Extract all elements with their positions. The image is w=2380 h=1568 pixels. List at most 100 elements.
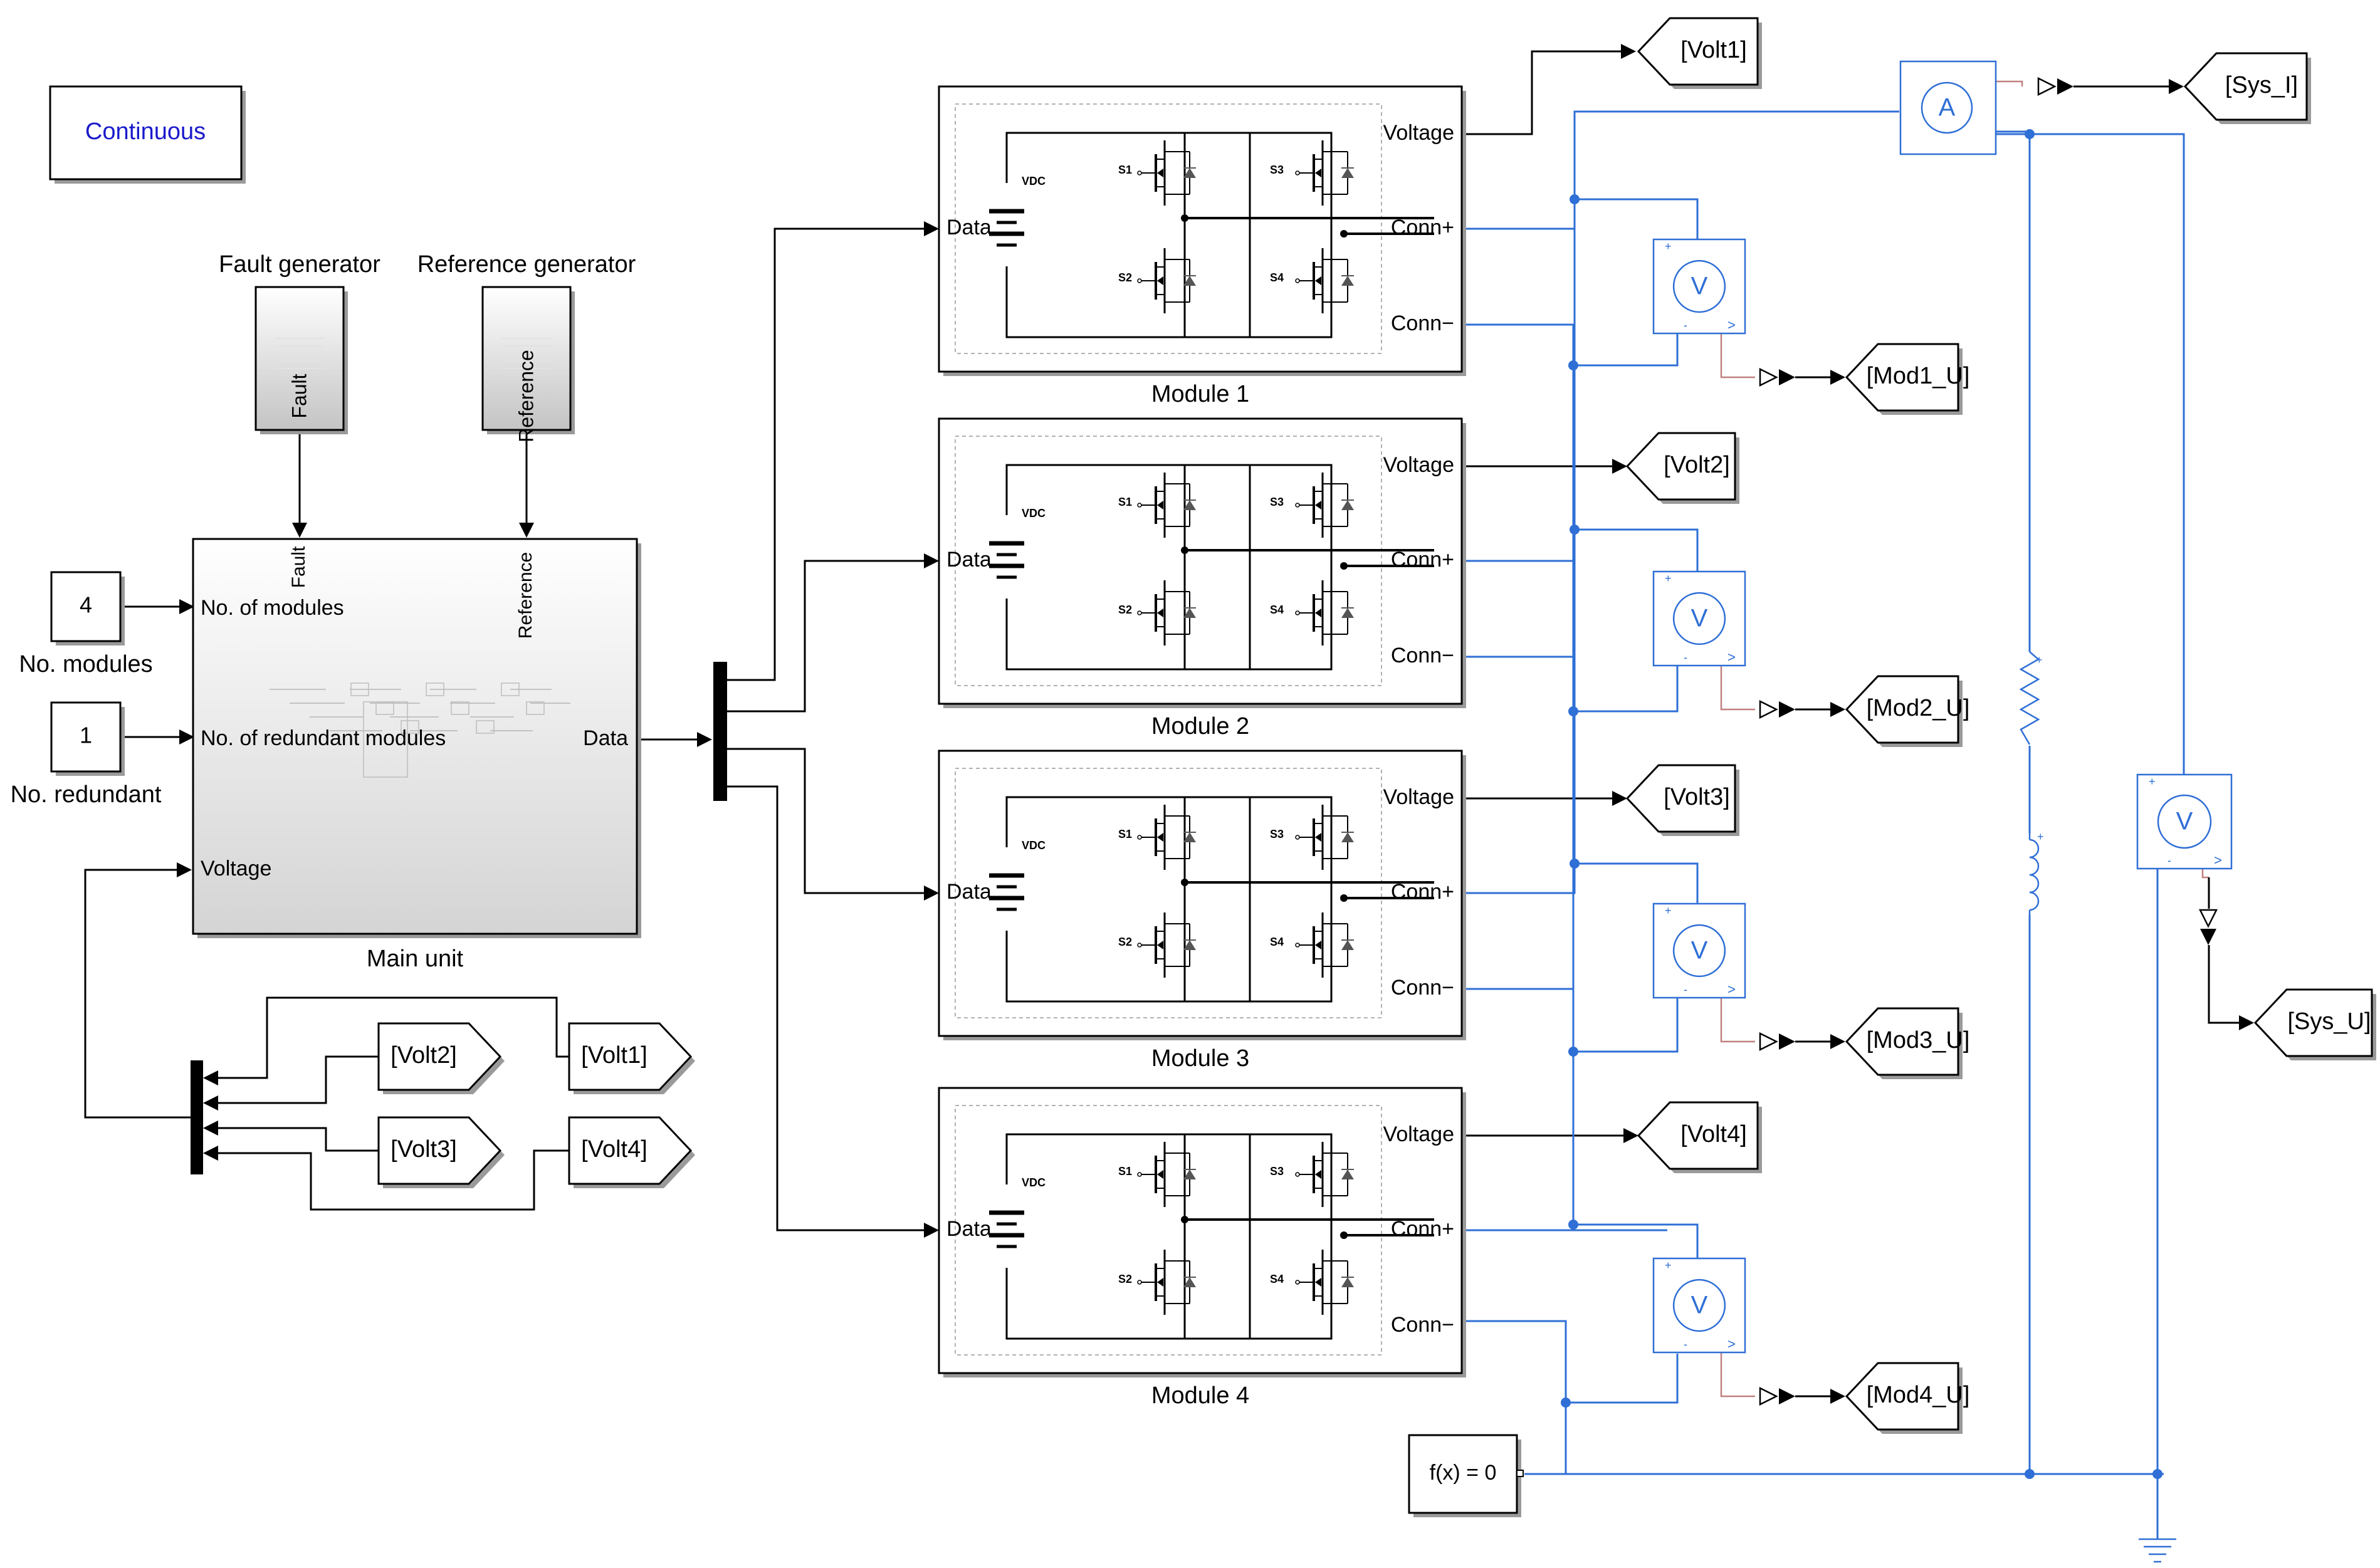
reference-generator[interactable]: Reference: [481, 286, 575, 442]
ps-simulink-converter[interactable]: [2198, 909, 2218, 945]
voltage-sensor[interactable]: V+->: [2136, 773, 2233, 870]
goto-volt1[interactable]: [Volt1]: [1637, 17, 1762, 89]
goto-label: [Sys_U]: [2287, 1008, 2371, 1035]
module-data-port: Data: [946, 880, 992, 904]
measurement-line: [2201, 869, 2209, 879]
goto-label: [Mod2_U]: [1867, 695, 1970, 721]
goto-sys-u[interactable]: [Sys_U]: [2253, 988, 2376, 1060]
switch-label: S1: [1118, 164, 1132, 176]
solver-block[interactable]: Continuous: [49, 85, 246, 184]
constant-num-modules-arrow-icon: [179, 599, 194, 614]
subsystem-thumbnail: [501, 682, 520, 696]
goto-body: [1625, 764, 1736, 833]
module-conn-minus-port: Conn−: [1391, 644, 1454, 667]
ps-simulink-converter[interactable]: [2037, 76, 2073, 97]
module-voltage-port: Voltage: [1383, 1122, 1454, 1146]
junction-dot: [1561, 1398, 1571, 1408]
load-inductor[interactable]: +: [2020, 830, 2044, 916]
module-conn-minus-port: Conn−: [1391, 311, 1454, 335]
physical-line: [1573, 1223, 1699, 1258]
constant-num-redundant-arrow-icon: [179, 729, 194, 745]
ps-simulink-converter[interactable]: [1759, 699, 1795, 719]
goto-mod3-u[interactable]: [Mod3_U]: [1845, 1007, 1969, 1079]
junction-dot: [1340, 1231, 1348, 1239]
arrowhead-icon: [203, 1095, 218, 1111]
fault-generator[interactable]: Fault: [254, 286, 348, 434]
from-volt4[interactable]: [Volt4]: [568, 1116, 695, 1188]
goto-label: [Sys_I]: [2225, 72, 2298, 98]
goto-sys-i[interactable]: [Sys_I]: [2183, 52, 2311, 124]
converter-icon: [1779, 369, 1795, 385]
plus-terminal: +: [2036, 654, 2043, 666]
solver-configuration-block[interactable]: f(x) = 0: [1408, 1434, 1524, 1517]
voltage-sensor[interactable]: V+->: [1652, 570, 1746, 667]
output-port: >: [1727, 317, 1736, 333]
current-sensor[interactable]: A: [1899, 60, 1997, 155]
junction-dot: [1570, 525, 1580, 535]
vdc-label: VDC: [1022, 175, 1046, 187]
voltage-sensor[interactable]: V+->: [1652, 238, 1746, 335]
goto-volt4[interactable]: [Volt4]: [1637, 1101, 1762, 1173]
junction-dot: [1570, 859, 1580, 869]
voltage-sensor[interactable]: V+->: [1652, 902, 1746, 999]
main-unit-name: Main unit: [367, 946, 464, 972]
ps-simulink-converter[interactable]: [1759, 367, 1795, 387]
mux-block[interactable]: [191, 1060, 203, 1174]
goto-volt3[interactable]: [Volt3]: [1625, 764, 1739, 836]
goto-mod4-u[interactable]: [Mod4_U]: [1845, 1362, 1969, 1434]
module-conn-plus-port: Conn+: [1391, 880, 1454, 904]
from-volt2[interactable]: [Volt2]: [377, 1022, 505, 1094]
ps-simulink-converter[interactable]: [1759, 1386, 1795, 1406]
from-body: [568, 1022, 693, 1091]
switch-label: S3: [1270, 496, 1284, 508]
mux-input-line: [207, 1149, 569, 1211]
demux-block[interactable]: [713, 662, 727, 801]
load-resistor[interactable]: +: [2019, 651, 2043, 746]
block-body: [192, 538, 638, 935]
inductor-icon: [2029, 856, 2040, 876]
goto-body: [1625, 432, 1736, 501]
measurement-line: [1720, 1346, 1755, 1398]
goto-mod2-u[interactable]: [Mod2_U]: [1845, 675, 1970, 747]
from-body: [568, 1116, 693, 1185]
module-1-name: Module 1: [1151, 381, 1249, 407]
converter-icon: [1779, 701, 1795, 718]
reference-generator-title: Reference generator: [417, 251, 636, 278]
ammeter-icon: [1921, 81, 1973, 134]
goto-volt2[interactable]: [Volt2]: [1625, 432, 1739, 504]
junction-dot: [1568, 360, 1578, 370]
module-data-arrow-icon: [924, 1223, 939, 1238]
constant-num-redundant[interactable]: 1: [50, 701, 125, 776]
block-body: [938, 417, 1463, 705]
switch-label: S3: [1270, 828, 1284, 840]
ps-simulink-converter[interactable]: [1759, 1032, 1795, 1052]
from-volt1[interactable]: [Volt1]: [568, 1022, 695, 1094]
electrical-ground[interactable]: [2139, 1538, 2176, 1563]
voltage-signal-line: [1462, 50, 1625, 135]
module-conn-plus-port: Conn+: [1391, 216, 1454, 239]
from-label: [Volt2]: [391, 1042, 457, 1069]
converter-icon: [1759, 1386, 1778, 1406]
physical-line: [1462, 988, 1667, 1053]
arrowhead-icon: [177, 862, 192, 877]
goto-body: [1637, 17, 1759, 86]
voltage-sensor[interactable]: V+->: [1652, 1257, 1746, 1354]
mux-input-line: [207, 1127, 379, 1152]
vdc-label: VDC: [1022, 839, 1046, 852]
arrowhead-icon: [203, 1121, 218, 1136]
solver-label: Continuous: [85, 118, 206, 145]
from-volt3[interactable]: [Volt3]: [377, 1116, 505, 1188]
constant-num-modules[interactable]: 4: [50, 571, 125, 645]
converter-icon: [1779, 1388, 1795, 1404]
goto-mod1-u[interactable]: [Mod1_U]: [1845, 343, 1969, 415]
switch-label: S2: [1118, 604, 1132, 616]
block-body: [254, 286, 345, 431]
main-unit-modules-port: No. of modules: [201, 596, 344, 620]
subsystem-thumbnail: [426, 682, 444, 696]
reference-arrow-icon: [519, 523, 534, 538]
